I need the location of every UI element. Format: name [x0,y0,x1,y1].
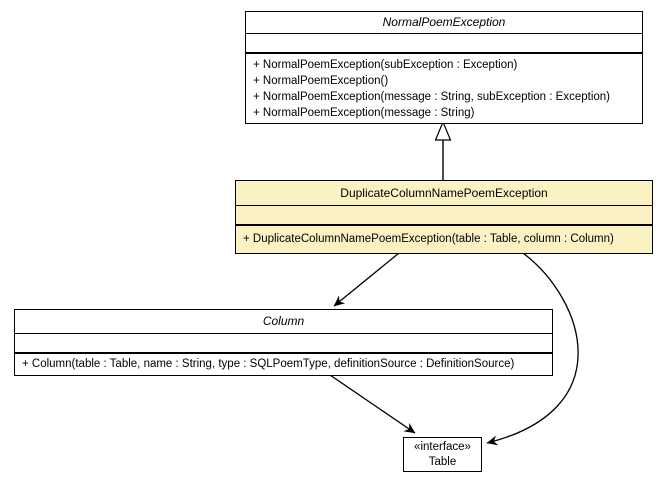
interface-box-table[interactable]: «interface» Table [403,437,482,472]
constructor-signature: + NormalPoemException() [253,75,389,87]
association-arrow-column-to-table [329,374,416,434]
class-name: DuplicateColumnNamePoemException [236,181,652,206]
constructor-signature: + NormalPoemException(subException : Exc… [253,59,518,71]
interface-stereotype: «interface» [414,441,471,453]
generalization-arrowhead [434,120,452,141]
methods-compartment: + Column(table : Table, name : String, t… [15,354,552,375]
association-arrow-to-table [486,252,579,446]
attributes-compartment [236,206,652,226]
interface-name: Table [428,456,457,468]
methods-compartment: + NormalPoemException(subException : Exc… [246,54,642,123]
attributes-compartment [246,34,642,54]
attributes-compartment [15,334,552,354]
association-arrow-to-column [333,252,400,307]
constructor-signature: + Column(table : Table, name : String, t… [22,358,515,370]
class-box-normal-poem-exception[interactable]: NormalPoemException + NormalPoemExceptio… [245,11,643,124]
class-box-column[interactable]: Column + Column(table : Table, name : St… [14,309,553,376]
constructor-signature: + NormalPoemException(message : String, … [253,91,610,103]
constructor-signature: + DuplicateColumnNamePoemException(table… [243,233,614,245]
class-name: Column [15,310,552,334]
constructor-signature: + NormalPoemException(message : String) [253,107,475,119]
class-box-duplicate-column-name-poem-exception[interactable]: DuplicateColumnNamePoemException + Dupli… [235,180,653,254]
methods-compartment: + DuplicateColumnNamePoemException(table… [236,226,652,253]
class-name: NormalPoemException [246,12,642,34]
